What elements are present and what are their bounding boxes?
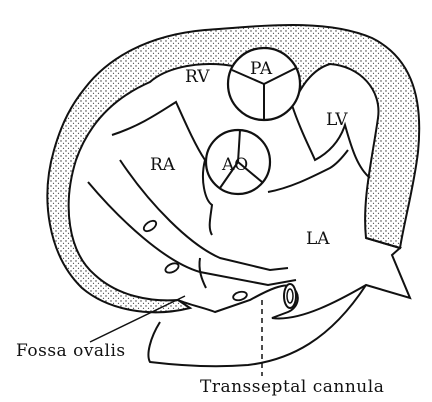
label-fossa-ovalis: Fossa ovalis	[16, 341, 126, 361]
label-ao: AO	[221, 155, 248, 175]
label-lv: LV	[326, 110, 348, 130]
label-transseptal-cannula: Transseptal cannula	[200, 377, 384, 397]
label-la: LA	[306, 229, 330, 249]
left-atrium-outline	[148, 238, 410, 366]
label-pa: PA	[250, 59, 273, 79]
label-rv: RV	[185, 67, 210, 87]
transseptal-cannula	[88, 160, 296, 308]
label-ra: RA	[150, 155, 176, 175]
